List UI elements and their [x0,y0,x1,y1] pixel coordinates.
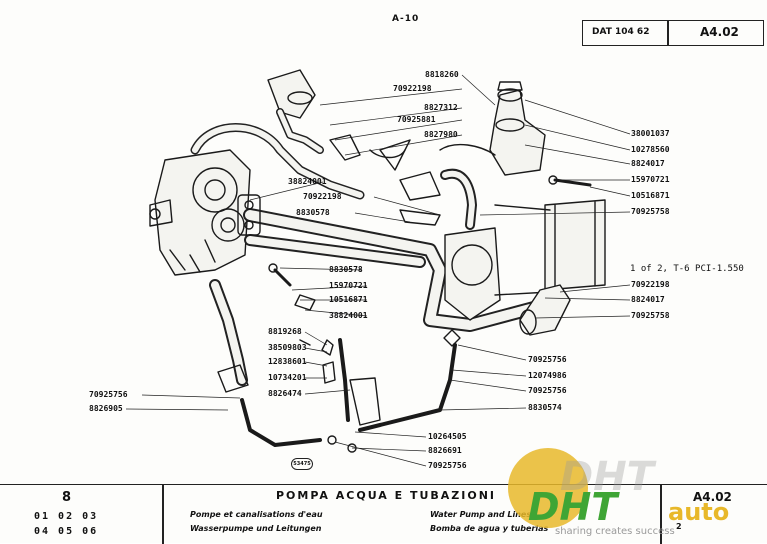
gasket [237,194,261,236]
part-label: 38824001 [329,311,368,320]
watermark-auto-text: auto [668,498,729,526]
header-box [582,20,764,46]
footer-section-code: A4.02 [693,490,732,504]
dat-reference: DAT 104 62 [592,27,650,37]
part-label: 10264505 [428,432,467,441]
subtitle-en: Water Pump and Lines [430,510,532,519]
part-label: 12074986 [528,371,567,380]
pump-shaft-hub [149,199,173,227]
part-label: 8826691 [428,446,462,455]
model-codes-row1: 01 02 03 [34,511,99,522]
part-label: 8818260 [425,70,459,79]
part-label: 10734201 [268,373,307,382]
model-codes-row2: 04 05 06 [34,526,99,537]
part-label: 70925758 [631,311,670,320]
part-label: 70925756 [528,355,567,364]
part-label: 8830578 [296,208,330,217]
part-label: 8827980 [424,130,458,139]
watermark-sun-icon [508,448,588,528]
footer-title: POMPA ACQUA E TUBAZIONI [276,489,497,502]
part-label: 38509803 [268,343,307,352]
part-label: 8830574 [528,403,562,412]
group-number: 8 [62,490,72,505]
part-label: 8819268 [268,327,302,336]
water-pump-exploded-diagram [125,69,631,467]
sheet-annotation: 1 of 2, T-6 PCI-1.550 [630,264,744,274]
part-label: 38824001 [288,177,327,186]
part-label: 8826474 [268,389,302,398]
part-label: 70925756 [428,461,467,470]
page-reference: A-10 [392,14,420,24]
section-code: A4.02 [700,25,739,39]
part-label: 8830578 [329,265,363,274]
subtitle-es: Bomba de agua y tuberias [430,524,549,533]
part-label: 15970721 [329,281,368,290]
part-label: 70925758 [631,207,670,216]
main-water-pipe [243,208,552,332]
part-label: 8826905 [89,404,123,413]
part-label: 70925756 [528,386,567,395]
figure-stamp: 53475 [291,458,313,470]
part-label: 15970721 [631,175,670,184]
part-label: 12838601 [268,357,307,366]
part-label: 10516871 [329,295,368,304]
water-manifold [444,227,501,321]
heat-exchanger-end [544,199,606,291]
subtitle-fr: Pompe et canalisations d'eau [190,510,323,519]
part-label: 38001037 [631,129,670,138]
thermostat-housing [489,89,546,176]
part-label: 70922198 [303,192,342,201]
part-label: 70925881 [397,115,436,124]
page-marker: 2 [676,522,682,531]
part-label: 8824017 [631,159,665,168]
watermark-slogan: sharing creates success [555,526,675,537]
part-label: 8827312 [424,103,458,112]
part-label: 70922198 [631,280,670,289]
part-label: 70925756 [89,390,128,399]
footer-band [0,484,767,544]
part-label: 10278560 [631,145,670,154]
part-label: 70922198 [393,84,432,93]
dht-auto-watermark: DHT DHT auto sharing creates success [508,448,729,537]
pump-housing [154,149,251,276]
bracket [399,209,441,226]
watermark-ghost-text: DHT [560,454,657,500]
outlet-fitting [399,171,441,201]
drain-pipe [338,338,350,422]
return-pipe [358,343,457,432]
subtitle-de: Wasserpumpe und Leitungen [190,524,322,533]
part-label: 10516871 [631,191,670,200]
pump-flange [192,167,238,213]
part-label: 8824017 [631,295,665,304]
clamp-upper [329,134,361,161]
watermark-main-text: DHT [528,485,620,529]
